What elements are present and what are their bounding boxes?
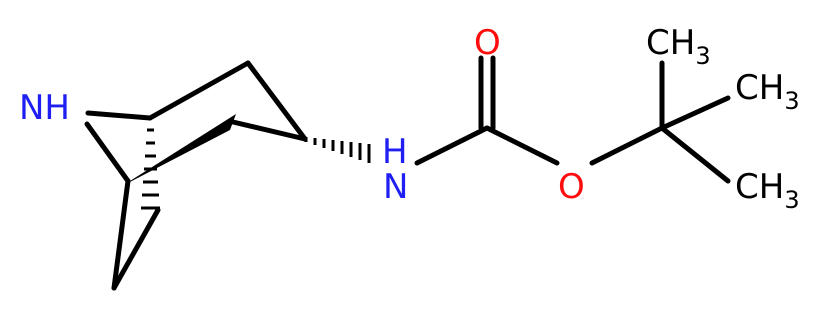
bond-ethano [111,207,161,291]
bond-o-ester-quaternary-c [589,125,665,166]
methyl-1-label: CH3 [646,23,711,70]
ring-nh-label: NH [19,88,70,128]
ester-o-label: O [558,167,585,207]
hashed-wedge-bridgehead [141,128,160,210]
hashed-wedge-c3-n [304,137,371,163]
bond-nh-bridgehead-left [84,121,131,184]
wedge-bond-bridge [126,114,236,184]
bond-quaternary-c-methyl-2 [659,95,731,131]
methyl-3-label: CH3 [735,167,800,214]
bond-quaternary-c-methyl-3 [659,125,731,184]
bond-ch2-c3 [245,60,308,142]
amide-n-label: N [383,167,408,207]
bond-nh-bridgehead-right [85,110,153,121]
bond-n-carbonyl-c [414,125,490,166]
bond-carbonyl-c-o-ester [484,125,560,166]
amide-h-label: H [382,132,408,172]
methyl-2-label: CH3 [735,68,800,115]
bond-bridgehead-left-ethano [111,178,131,291]
bond-c3-ch2-lower [230,119,308,142]
carbonyl-o-label: O [474,23,501,63]
bond-bridgehead-right-ch2 [147,60,251,121]
